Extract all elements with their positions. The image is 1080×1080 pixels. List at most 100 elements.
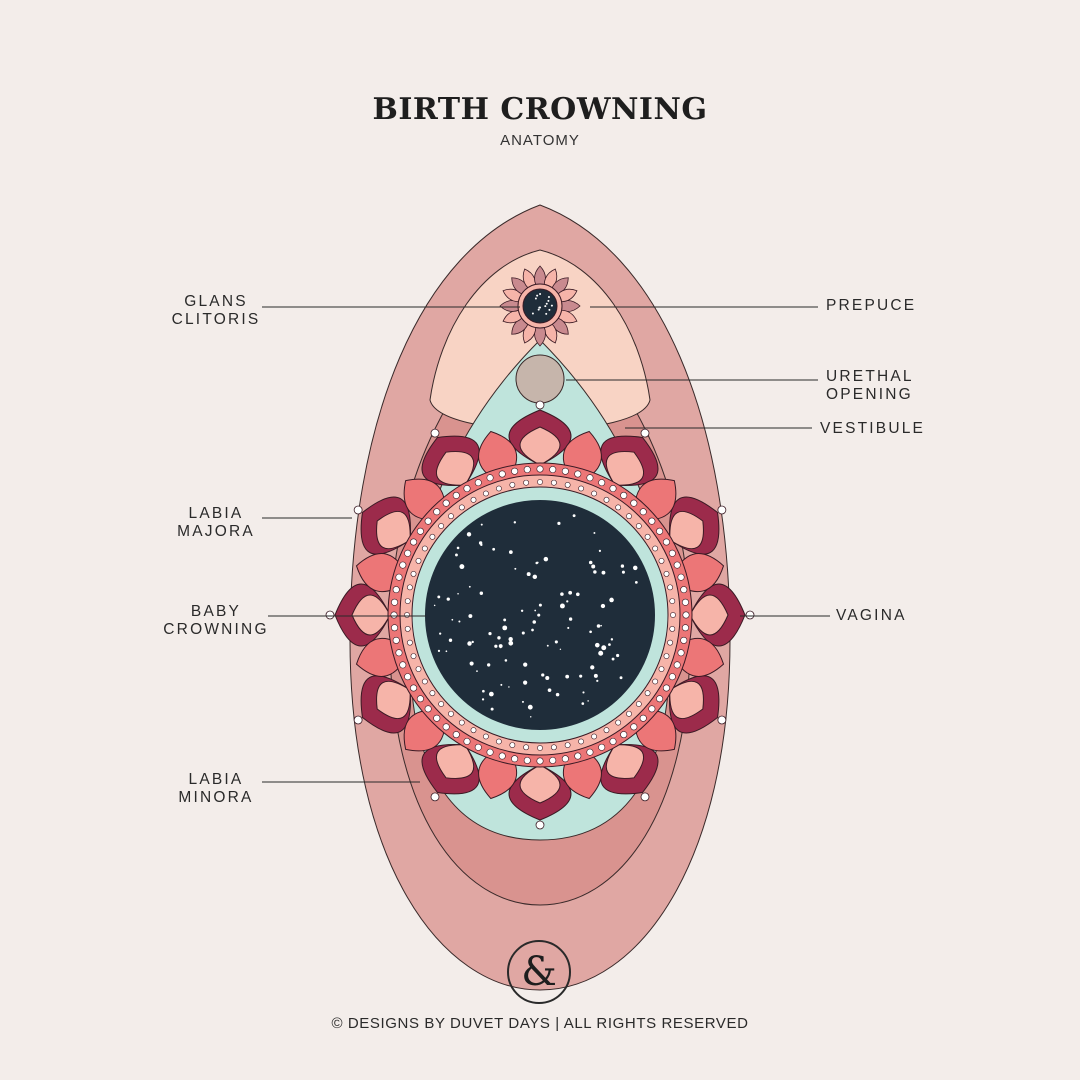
bead	[603, 727, 610, 734]
star	[598, 549, 602, 552]
star	[504, 659, 508, 662]
bead	[635, 701, 642, 707]
glans-clitoris-flower	[499, 265, 581, 347]
tip-dot	[640, 792, 650, 802]
outer-petal-inner	[519, 426, 561, 466]
star	[508, 636, 513, 642]
bead	[474, 743, 482, 751]
bead	[603, 496, 610, 503]
bead	[416, 527, 424, 535]
star	[601, 645, 607, 651]
tip-dot	[745, 610, 755, 620]
bead	[486, 748, 494, 756]
star	[480, 543, 483, 547]
star	[591, 564, 596, 569]
star	[581, 702, 585, 705]
star	[520, 609, 524, 612]
star	[596, 679, 599, 682]
label-labia-majora: LABIA MAJORA	[177, 505, 255, 540]
bead	[669, 598, 676, 604]
bead	[448, 710, 454, 717]
bead	[630, 723, 638, 731]
star	[494, 644, 498, 648]
ampersand-logo-icon: &	[507, 940, 571, 1004]
bead	[415, 666, 422, 672]
star	[568, 617, 573, 621]
bead	[630, 499, 638, 507]
bead	[591, 733, 597, 740]
bead	[681, 624, 689, 632]
star	[527, 704, 533, 710]
urethral-opening-circle	[515, 354, 565, 404]
bead	[442, 499, 450, 507]
clitoris-star	[539, 293, 542, 296]
bead	[536, 465, 544, 473]
bead	[644, 690, 651, 697]
bead	[578, 738, 584, 745]
clitoris-star	[547, 295, 550, 298]
bead	[483, 733, 489, 740]
bead	[416, 695, 424, 703]
star	[593, 570, 597, 574]
bead	[598, 743, 606, 751]
star	[559, 648, 562, 651]
star	[498, 644, 503, 648]
star	[476, 670, 478, 672]
star	[531, 628, 534, 632]
bead	[663, 653, 670, 659]
star	[621, 570, 625, 574]
bead	[639, 508, 647, 516]
bead	[644, 533, 651, 540]
tip-dot	[430, 428, 440, 438]
star	[458, 620, 461, 623]
star	[611, 657, 615, 661]
tip-dot	[717, 715, 727, 725]
star	[455, 553, 458, 557]
star	[482, 689, 485, 693]
bead	[564, 742, 571, 748]
star	[439, 632, 442, 635]
star	[600, 603, 606, 609]
bead	[681, 598, 689, 606]
bead	[523, 744, 529, 751]
bead	[652, 545, 659, 552]
bead	[498, 752, 506, 760]
star	[568, 590, 573, 595]
bead	[448, 513, 454, 520]
bead	[395, 649, 403, 657]
clitoris-star	[550, 304, 553, 307]
tip-dot	[325, 610, 335, 620]
star	[480, 523, 483, 526]
outer-petal-inner	[669, 511, 704, 550]
bead	[509, 482, 516, 488]
tip-dot	[353, 715, 363, 725]
bead	[438, 701, 445, 707]
tip-dot	[640, 428, 650, 438]
bead	[656, 527, 664, 535]
crown-stars	[433, 514, 638, 718]
star	[521, 631, 525, 635]
bead	[486, 474, 494, 482]
star	[502, 625, 508, 631]
star	[619, 676, 623, 680]
star	[593, 673, 598, 678]
bead	[667, 639, 673, 646]
bead	[429, 533, 436, 540]
star	[598, 650, 604, 656]
bead	[635, 523, 642, 529]
bead	[452, 491, 460, 499]
bead	[511, 755, 519, 763]
star	[538, 603, 542, 607]
outer-petal-inner	[689, 594, 729, 636]
bead	[433, 508, 441, 516]
star	[610, 638, 614, 641]
bead	[586, 474, 594, 482]
clitoris-star	[548, 308, 551, 311]
star	[469, 661, 474, 666]
star	[526, 572, 531, 577]
star	[499, 646, 502, 649]
clitoris-star	[536, 294, 539, 297]
bead	[670, 612, 676, 618]
bead	[652, 678, 659, 685]
star	[500, 683, 503, 686]
